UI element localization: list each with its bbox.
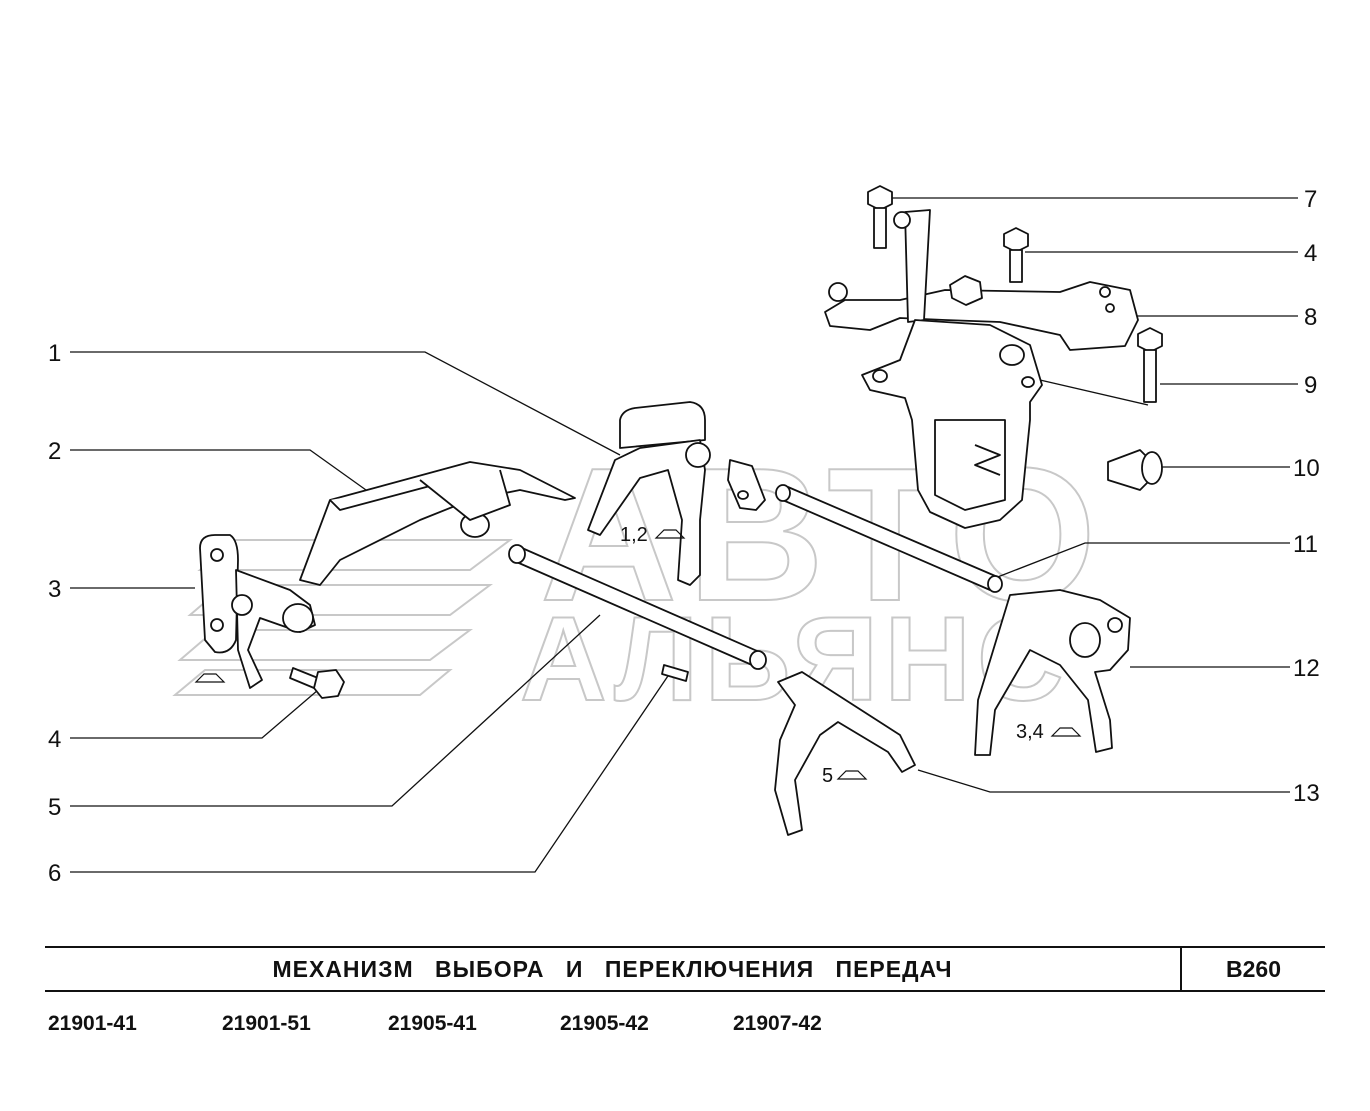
part-6-pin xyxy=(661,664,689,682)
leader-5 xyxy=(70,614,601,807)
callout-numbers: 1 2 3 4 5 6 7 4 8 9 10 11 12 13 xyxy=(48,186,1320,887)
leader-2 xyxy=(70,449,381,501)
watermark-line-2: АЛЬЯНС xyxy=(520,592,1070,726)
callout-9: 9 xyxy=(1304,372,1317,399)
car-icon xyxy=(836,770,868,780)
note-fork-5: 5 xyxy=(822,765,833,787)
car-icon xyxy=(654,529,686,539)
part-1-fork-12 xyxy=(587,401,766,586)
leader-1 xyxy=(70,351,621,456)
car-icon xyxy=(1050,727,1082,737)
part-8-selector xyxy=(824,275,1139,351)
part-11-rod xyxy=(775,484,1003,593)
model-code: 21905-42 xyxy=(560,1012,649,1035)
part-7-bolt xyxy=(867,185,893,249)
title-divider xyxy=(1180,948,1182,990)
leader-4a xyxy=(70,689,319,739)
leader-11 xyxy=(989,542,1290,581)
leader-lines xyxy=(70,197,1298,873)
note-fork-12: 1,2 xyxy=(620,524,648,546)
note-fork-34: 3,4 xyxy=(1016,721,1044,743)
callout-6: 6 xyxy=(48,860,61,887)
model-code: 21905-41 xyxy=(388,1012,477,1035)
model-code: 21907-42 xyxy=(733,1012,822,1035)
part-9-bolt xyxy=(1137,327,1163,403)
callout-13: 13 xyxy=(1293,780,1320,807)
part-4-bolt-right xyxy=(1003,227,1029,283)
diagram-title: МЕХАНИЗМ ВЫБОРА И ПЕРЕКЛЮЧЕНИЯ ПЕРЕДАЧ xyxy=(272,956,953,982)
part-5-rod xyxy=(508,544,767,670)
part-notes: 1,2 3,4 5 xyxy=(194,524,1082,787)
part-12-fork-34 xyxy=(974,589,1131,756)
callout-8: 8 xyxy=(1304,304,1317,331)
parts-diagram: АВТО АЛЬЯНС 1 2 3 4 5 6 7 4 xyxy=(48,185,1320,887)
part-2-lever xyxy=(299,461,576,586)
part-9-housing xyxy=(861,319,1043,529)
callout-11: 11 xyxy=(1293,531,1318,558)
callout-10: 10 xyxy=(1293,455,1320,482)
part-3-bracket xyxy=(199,534,316,689)
leader-9b xyxy=(1039,379,1149,406)
leader-13 xyxy=(917,769,1290,793)
car-icon xyxy=(194,673,226,683)
leader-6 xyxy=(70,669,673,873)
callout-4a: 4 xyxy=(48,726,61,753)
callout-5: 5 xyxy=(48,794,61,821)
diagram-code: B260 xyxy=(1226,956,1281,982)
callout-2: 2 xyxy=(48,438,61,465)
model-code: 21901-51 xyxy=(222,1012,311,1035)
callout-12: 12 xyxy=(1293,655,1320,682)
title-bar: МЕХАНИЗМ ВЫБОРА И ПЕРЕКЛЮЧЕНИЯ ПЕРЕДАЧ B… xyxy=(45,946,1325,992)
callout-3: 3 xyxy=(48,576,61,603)
part-13-fork-5 xyxy=(774,671,916,836)
callout-7: 7 xyxy=(1304,186,1317,213)
part-lever-vertical xyxy=(893,209,931,323)
part-10-bushing xyxy=(1107,449,1163,491)
parts xyxy=(199,185,1163,836)
callout-4b: 4 xyxy=(1304,240,1317,267)
model-code: 21901-41 xyxy=(48,1012,137,1035)
callout-1: 1 xyxy=(48,340,61,367)
part-4-bolt-left xyxy=(289,667,345,699)
